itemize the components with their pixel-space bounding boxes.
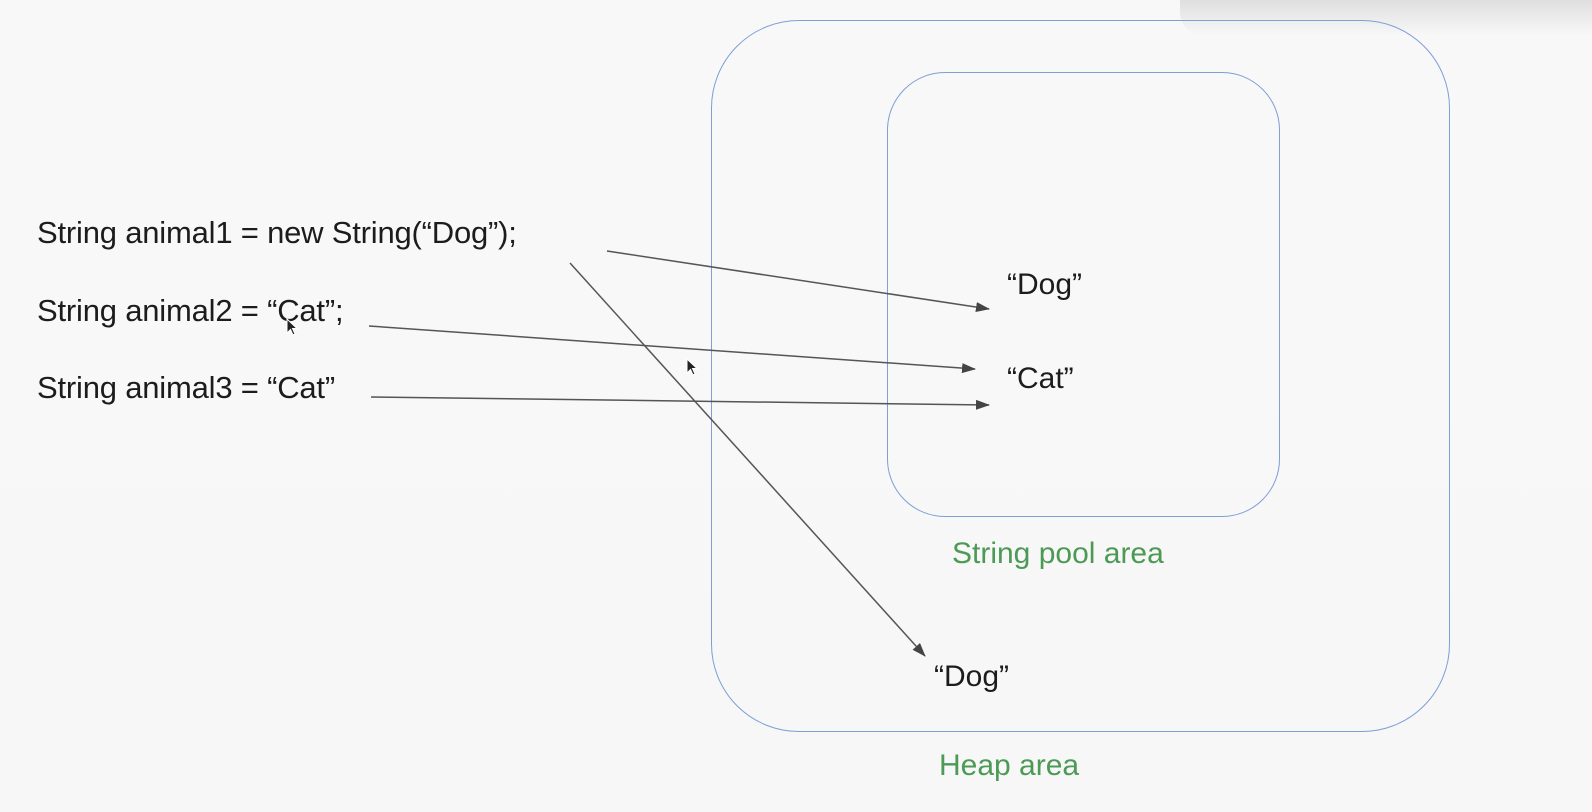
heap-area-box	[711, 20, 1450, 732]
code-line-animal3: String animal3 = “Cat”	[37, 370, 335, 405]
code-line-animal2: String animal2 = “Cat”;	[37, 293, 344, 328]
pool-string-cat: “Cat”	[1007, 362, 1074, 395]
arrow-animal3-to-pool-cat	[370, 396, 990, 410]
string-pool-box	[887, 72, 1280, 517]
arrow-animal2-to-pool-cat	[368, 325, 976, 374]
pool-string-dog: “Dog”	[1007, 268, 1083, 301]
arrow-animal1-to-heap-dog	[569, 262, 926, 657]
cursor-arrow-icon	[686, 358, 699, 376]
code-line-animal1: String animal1 = new String(“Dog”);	[37, 215, 517, 250]
string-pool-label: String pool area	[952, 537, 1164, 570]
cursor-arrow-icon	[286, 318, 299, 336]
heap-area-label: Heap area	[939, 749, 1080, 782]
arrow-animal1-to-pool-dog	[606, 250, 990, 312]
heap-string-dog: “Dog”	[934, 660, 1010, 693]
